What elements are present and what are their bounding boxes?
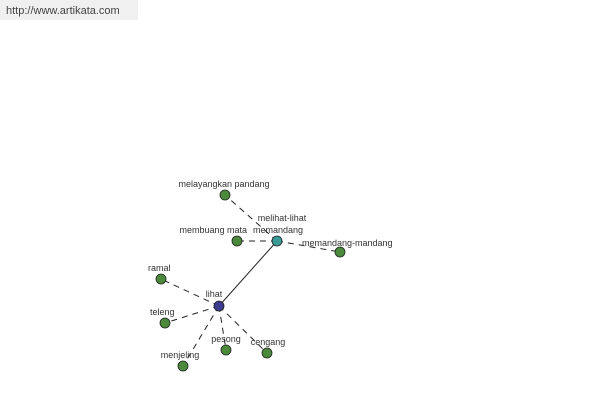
node-lihat[interactable]: [213, 300, 225, 312]
node-pesong[interactable]: [220, 344, 232, 356]
label-pesong: pesong: [211, 334, 241, 344]
edge: [182, 305, 220, 367]
source-url[interactable]: http://www.artikata.com: [0, 0, 138, 20]
edge-lihat-memandang: [218, 240, 278, 307]
edge: [224, 194, 278, 242]
node-membuang-mata[interactable]: [231, 235, 243, 247]
node-ramal[interactable]: [155, 273, 167, 285]
node-melayangkan-pandang[interactable]: [219, 189, 231, 201]
node-menjeling[interactable]: [177, 360, 189, 372]
label-membuang-mata: membuang mata: [179, 225, 247, 235]
label-menjeling: menjeling: [161, 350, 200, 360]
label-melihat-lihat: melihat-lihat: [258, 213, 307, 223]
node-memandang-mandang[interactable]: [334, 246, 346, 258]
edge: [218, 305, 268, 354]
node-cengang[interactable]: [261, 347, 273, 359]
label-cengang: cengang: [251, 337, 286, 347]
edge: [164, 305, 220, 324]
label-memandang-mandang: memandang-mandang: [302, 238, 393, 248]
edge: [218, 305, 227, 351]
node-memandang[interactable]: [271, 235, 283, 247]
label-lihat: lihat: [206, 289, 223, 299]
label-melayangkan-pandang: melayangkan pandang: [178, 179, 269, 189]
node-teleng[interactable]: [159, 317, 171, 329]
label-teleng: teleng: [150, 307, 175, 317]
label-ramal: ramal: [148, 263, 171, 273]
label-memandang: memandang: [253, 225, 303, 235]
